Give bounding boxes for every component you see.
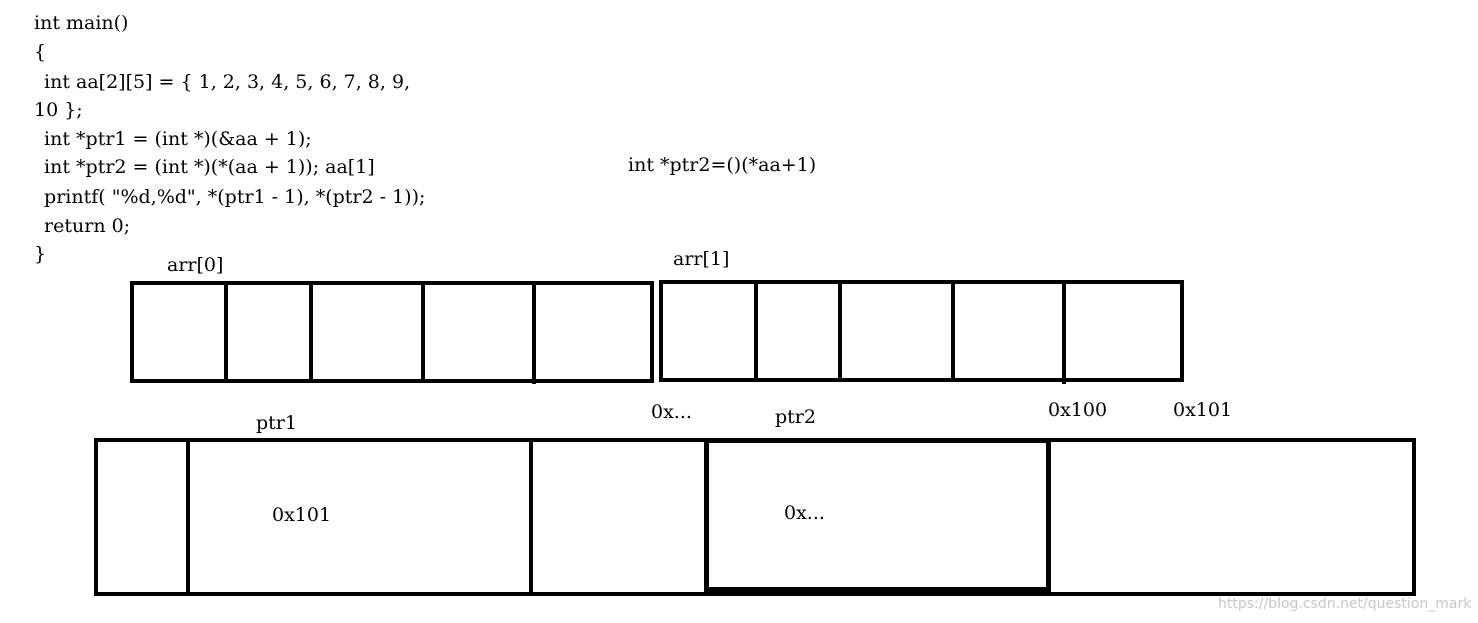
addr-label-0x100: 0x100: [1048, 399, 1108, 421]
addr-label-0x101: 0x101: [1173, 399, 1233, 421]
addr-label-before-ptr2: 0x...: [651, 401, 692, 423]
memory-divider: [186, 440, 190, 594]
memory-divider: [529, 440, 533, 594]
ptr1-label: ptr1: [256, 412, 297, 434]
row0-label: arr[0]: [167, 254, 224, 276]
code-line-7: printf( "%d,%d", *(ptr1 - 1), *(ptr2 - 1…: [38, 186, 426, 208]
code-line-8: return 0;: [38, 215, 131, 237]
side-note: int *ptr2=()(*aa+1): [628, 154, 817, 176]
code-line-6: int *ptr2 = (int *)(*(aa + 1)); aa[1]: [38, 156, 375, 178]
ptr2-label: ptr2: [775, 406, 816, 428]
array-row0-divider: [309, 283, 313, 383]
array-row1-divider: [838, 282, 842, 382]
ptr1-value: 0x101: [272, 504, 332, 526]
array-row0-divider: [421, 283, 425, 383]
code-line-4: 10 };: [34, 99, 83, 121]
code-line-9: }: [34, 243, 47, 265]
array-row1-divider: [754, 282, 758, 382]
array-row0-divider: [224, 283, 228, 383]
code-line-5: int *ptr1 = (int *)(&aa + 1);: [38, 128, 312, 150]
code-line-3: int aa[2][5] = { 1, 2, 3, 4, 5, 6, 7, 8,…: [38, 71, 411, 93]
array-row0-divider: [532, 283, 536, 384]
array-row1-box: [659, 280, 1184, 382]
array-row1-divider: [1062, 282, 1066, 384]
array-row0-box: [130, 281, 654, 383]
row1-label: arr[1]: [673, 248, 730, 270]
array-row1-divider: [951, 282, 955, 382]
ptr2-cell-highlight: [704, 438, 1051, 592]
ptr2-value: 0x...: [784, 502, 825, 524]
code-line-2: {: [34, 41, 47, 63]
watermark: https://blog.csdn.net/question_mark: [1218, 596, 1472, 612]
code-line-1: int main(): [34, 12, 129, 34]
